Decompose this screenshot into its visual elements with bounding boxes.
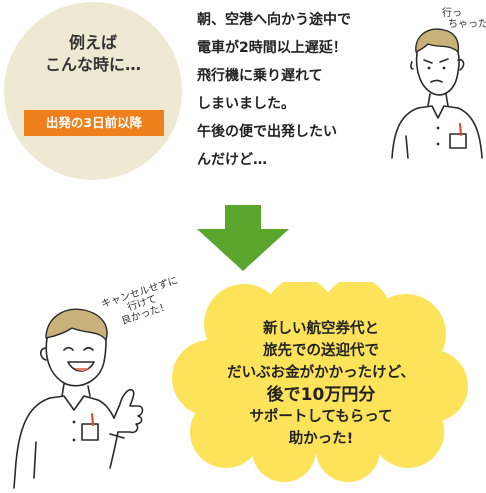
story-line: 午後の便で出発したい [197,124,337,140]
story-line: 電車が2時間以上遅延！ [197,40,347,56]
down-arrow-icon [197,205,289,271]
result-line: サポートしてもらって [249,409,393,425]
result-text: 新しい航空券代と 旅先での送迎代で だいぶお金がかかったけど、 後で10万円分 … [192,318,450,450]
result-line: 助かった! [288,431,354,447]
result-line-highlight: 後で10万円分 [266,385,376,405]
intro-line-1: 例えば [68,33,117,52]
story-line: しまいました。 [197,96,295,112]
intro-line-2: こんな時に… [44,55,141,74]
thought-line-1: 行っ [442,8,462,19]
happy-man-illustration [13,308,144,489]
thought-line-2: ちゃった [448,19,486,30]
result-cloud [172,282,468,482]
story-line: 飛行機に乗り遅れて [197,68,323,84]
result-line: 旅先での送迎代で [263,343,379,359]
story-line: んだけど… [197,152,267,168]
result-line: だいぶお金がかかったけど、 [227,365,415,381]
story-line: 朝、空港へ向かう途中で [197,12,351,28]
intro-circle [4,2,182,180]
result-line: 新しい航空券代と [263,321,379,337]
worried-man-illustration [391,28,483,159]
timing-tag: 出発の3日前以降 [24,110,164,136]
thought-label: 行っ ちゃった [442,8,486,30]
story-text: 朝、空港へ向かう途中で 電車が2時間以上遅延！ 飛行機に乗り遅れて しまいました… [197,6,407,174]
intro-heading: 例えば こんな時に… [4,32,182,76]
